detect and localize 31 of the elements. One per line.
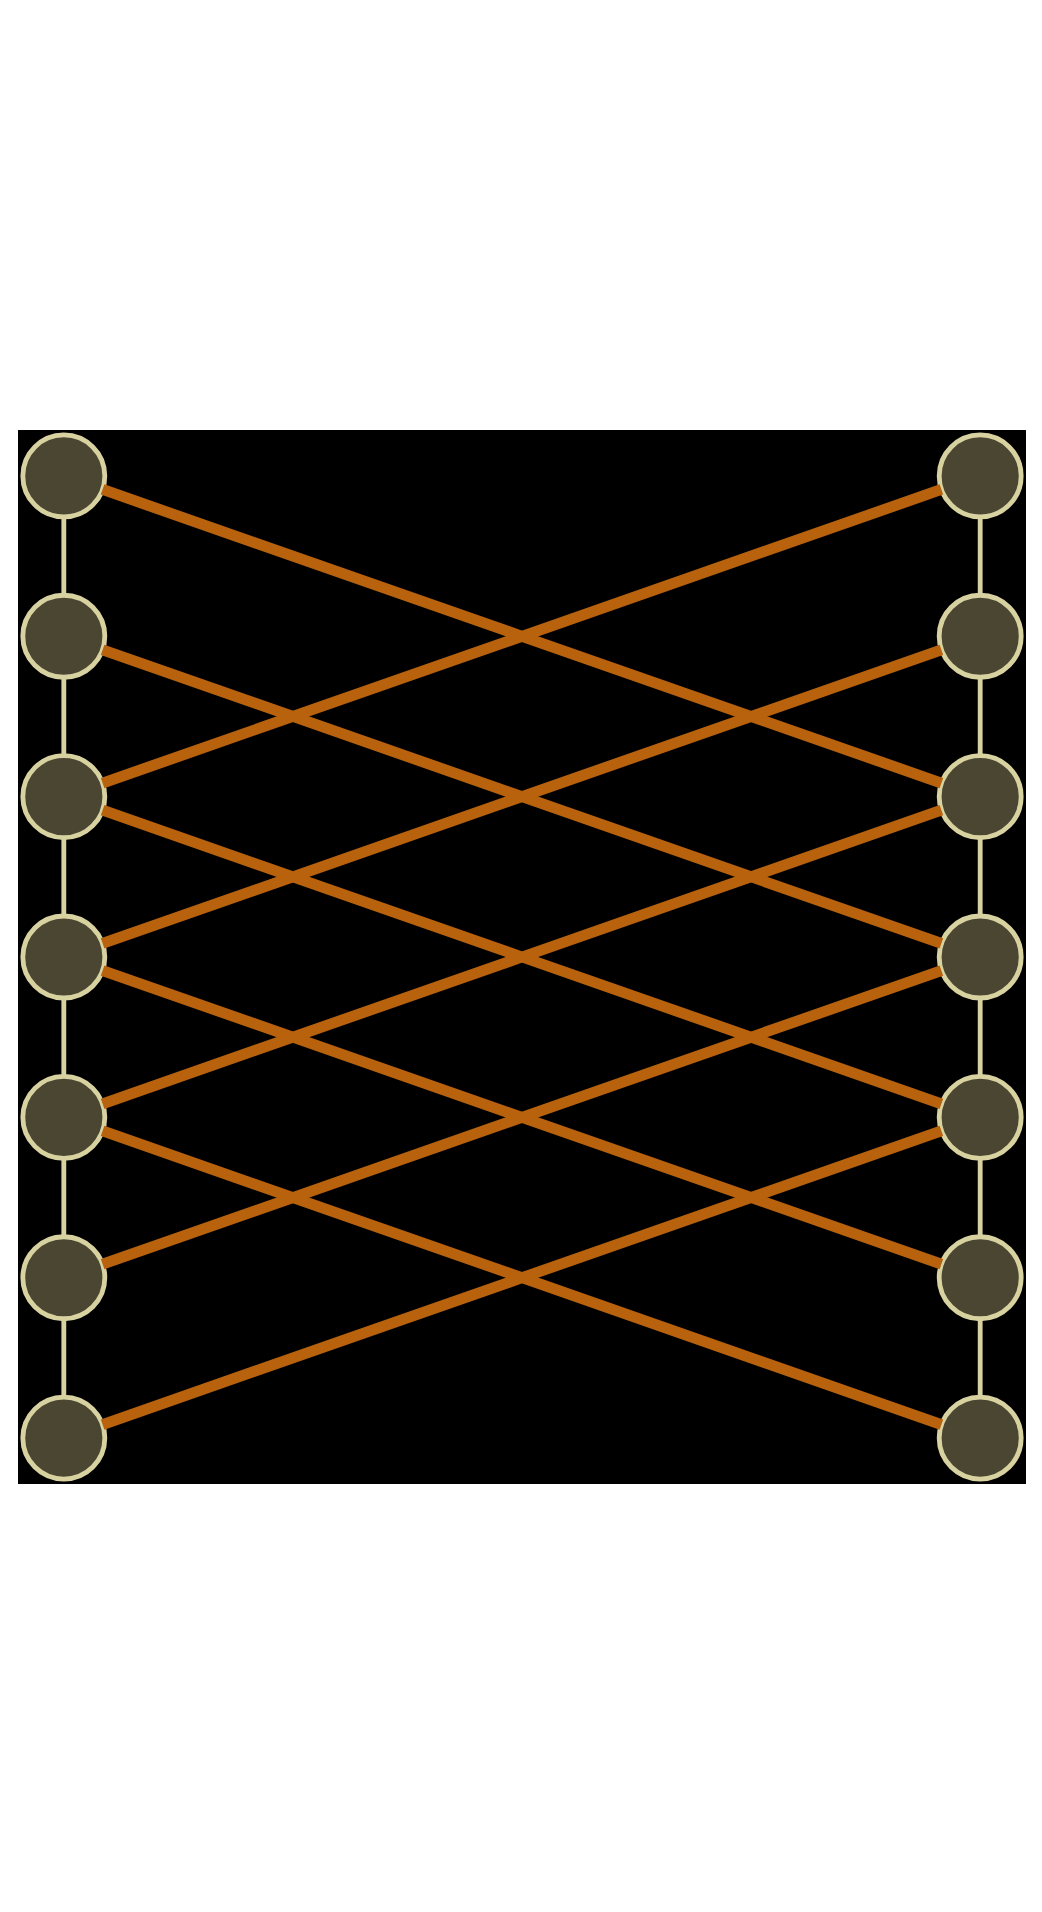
connector [976, 997, 982, 1076]
node-circle [935, 591, 1023, 679]
node-circle [19, 591, 107, 679]
node-circle [935, 1393, 1023, 1481]
connector [976, 1157, 982, 1236]
node-circle [935, 752, 1023, 840]
node-circle [19, 1233, 107, 1321]
node-circle [935, 912, 1023, 1000]
connector [99, 964, 943, 1269]
node-circle [935, 1072, 1023, 1160]
connector [60, 1317, 66, 1397]
connector [60, 997, 66, 1076]
connector [60, 516, 66, 595]
connector [60, 676, 66, 755]
connector [60, 1157, 66, 1236]
connector [976, 836, 982, 915]
connector [99, 1124, 943, 1429]
connector [976, 676, 982, 755]
connector [60, 836, 66, 915]
node-circle [19, 1393, 107, 1481]
node-circle [935, 1233, 1023, 1321]
connector [976, 1317, 982, 1397]
connector [99, 643, 943, 948]
connector [99, 483, 943, 788]
connector [99, 804, 943, 1108]
node-circle [19, 752, 107, 840]
node-circle [935, 431, 1023, 519]
node-circle [19, 431, 107, 519]
node-circle [19, 912, 107, 1000]
node-circle [19, 1072, 107, 1160]
connector [976, 516, 982, 595]
